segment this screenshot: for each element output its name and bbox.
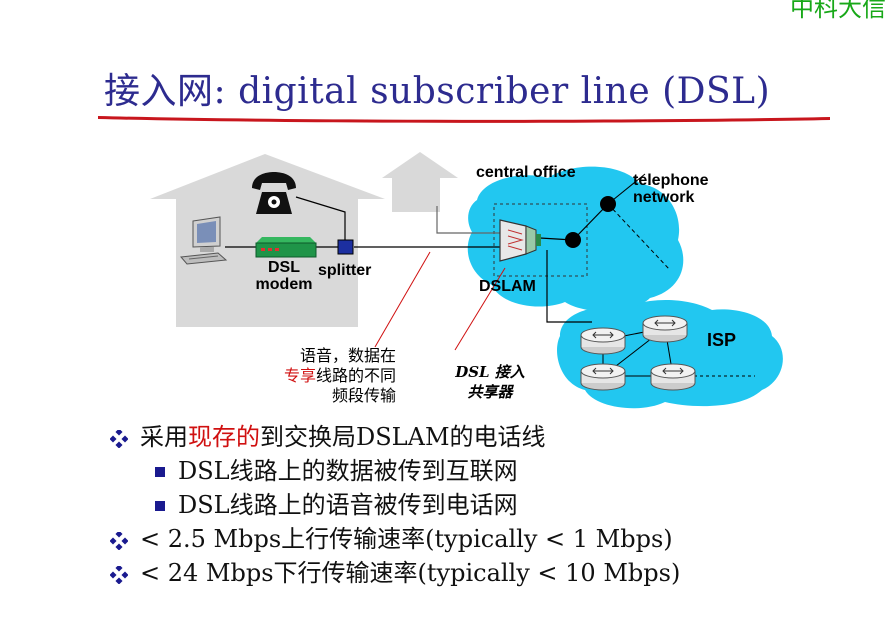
note-highlight: 专享 <box>283 366 316 385</box>
central-office-box <box>493 203 588 277</box>
computer-icon <box>180 216 228 265</box>
bullet-square-icon <box>155 501 165 511</box>
splitter-icon <box>337 239 354 255</box>
slide-title: 接入网: digital subscriber line (DSL) <box>104 71 771 112</box>
router-icon <box>642 315 688 343</box>
bullet-text: DSL线路上的语音被传到电话网 <box>178 491 518 519</box>
central-office-label: central office <box>476 164 576 181</box>
dsl-modem-icon <box>255 237 317 258</box>
router-icon <box>580 363 626 391</box>
bullet-text: DSL线路上的数据被传到互联网 <box>178 457 518 485</box>
bullet-diamond-icon <box>110 566 128 584</box>
isp-label: ISP <box>707 330 737 350</box>
bullet-list: 采用现存的到交换局DSLAM的电话线 DSL线路上的数据被传到互联网 DSL线路上的… <box>110 420 870 590</box>
dsl-diagram: central office telephone network DSL mod… <box>0 140 892 420</box>
bullet-text: < 2.5 Mbps上行传输速率(typically < 1 Mbps) <box>140 525 673 553</box>
small-house-shape <box>382 152 458 212</box>
bullet-diamond-icon <box>110 430 128 448</box>
bullet-text: < 24 Mbps下行传输速率(typically < 10 Mbps) <box>140 559 681 587</box>
telephone-icon <box>252 172 296 214</box>
dslam-icon <box>499 219 541 262</box>
splitter-label: splitter <box>318 262 372 279</box>
bullet-item: < 2.5 Mbps上行传输速率(typically < 1 Mbps) <box>110 522 870 556</box>
router-icon <box>580 327 626 355</box>
bullet-text: 现存的 <box>188 423 260 451</box>
bullet-text: 到交换局DSLAM的电话线 <box>260 423 546 451</box>
dsl-modem-label: DSL modem <box>255 259 313 293</box>
router-icon <box>650 363 696 391</box>
switch-node <box>565 232 581 248</box>
voice-data-note: 语音，数据在 专享线路的不同 频段传输 <box>283 346 396 405</box>
bullet-square-icon <box>155 467 165 477</box>
bullet-item: 采用现存的到交换局DSLAM的电话线 <box>110 420 870 454</box>
dsl-access-note: DSL 接入 共享器 <box>455 363 525 401</box>
bullet-item: < 24 Mbps下行传输速率(typically < 10 Mbps) <box>110 556 870 590</box>
title-underline <box>98 116 830 123</box>
bullet-item: DSL线路上的数据被传到互联网 <box>110 454 870 488</box>
watermark: 中科大信 <box>790 0 886 22</box>
telephone-network-label: telephone network <box>633 172 709 206</box>
dslam-label: DSLAM <box>479 278 536 295</box>
bullet-diamond-icon <box>110 532 128 550</box>
bullet-item: DSL线路上的语音被传到电话网 <box>110 488 870 522</box>
switch-node <box>600 196 616 212</box>
bullet-text: 采用 <box>140 423 188 451</box>
